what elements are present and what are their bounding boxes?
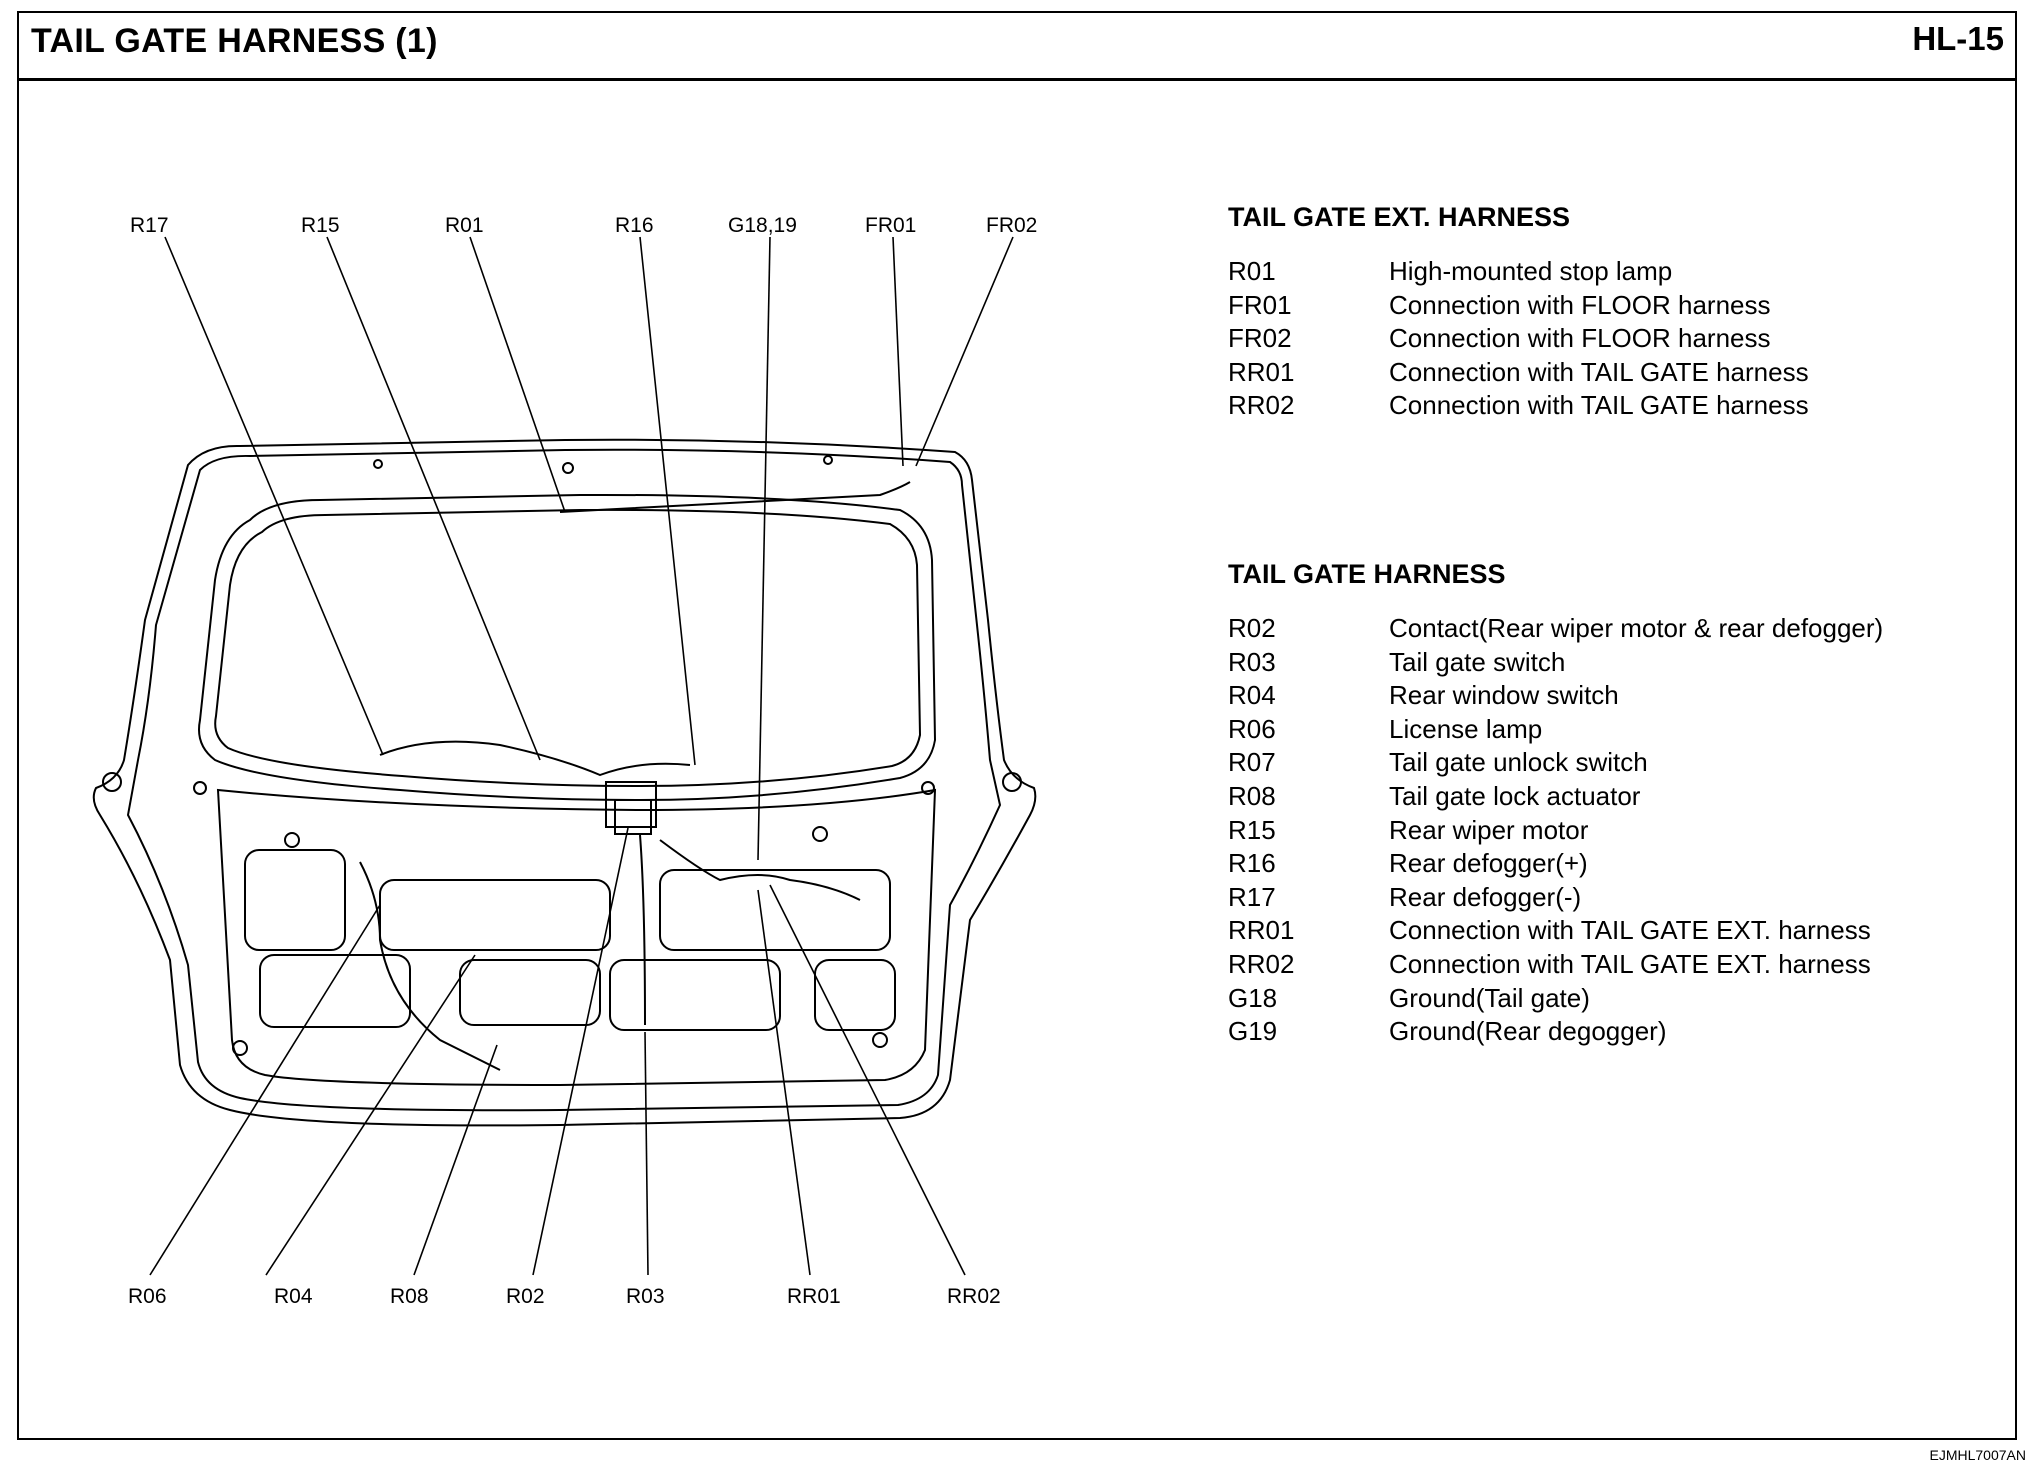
connector-description: Rear window switch: [1389, 680, 1619, 711]
legend-row: R07 Tail gate unlock switch: [1228, 746, 1883, 780]
callout-label: FR02: [986, 214, 1037, 237]
legend-row: R15 Rear wiper motor: [1228, 814, 1883, 848]
connector-code: R04: [1228, 680, 1276, 711]
connector-description: Connection with TAIL GATE harness: [1389, 356, 1809, 387]
page-title: TAIL GATE HARNESS (1): [31, 22, 438, 60]
legend-row: FR02 Connection with FLOOR harness: [1228, 322, 1809, 356]
legend-row: RR01 Connection with TAIL GATE harness: [1228, 356, 1809, 390]
connector-code: R06: [1228, 713, 1276, 744]
connector-description: License lamp: [1389, 713, 1543, 744]
callout-label: R17: [130, 214, 169, 237]
legend-row: R17 Rear defogger(-): [1228, 881, 1883, 915]
callout-label: R06: [128, 1285, 167, 1308]
callout-label: R02: [506, 1285, 545, 1308]
connector-code: RR01: [1228, 356, 1295, 387]
legend-row: R06 License lamp: [1228, 713, 1883, 747]
page-frame: [17, 11, 2017, 1440]
legend-row: R01 High-mounted stop lamp: [1228, 255, 1809, 289]
legend-row: FR01 Connection with FLOOR harness: [1228, 289, 1809, 323]
connector-description: Rear defogger(-): [1389, 881, 1582, 912]
connector-code: FR01: [1228, 289, 1292, 320]
connector-description: Ground(Rear degogger): [1389, 1016, 1667, 1047]
harness-table: R02 Contact(Rear wiper motor & rear defog…: [1228, 612, 1883, 1049]
callout-label: G18,19: [728, 214, 797, 237]
callout-label: R03: [626, 1285, 665, 1308]
callout-label: RR01: [787, 1285, 841, 1308]
connector-description: Connection with FLOOR harness: [1389, 289, 1771, 320]
connector-description: Tail gate unlock switch: [1389, 747, 1648, 778]
connector-code: R02: [1228, 613, 1276, 643]
connector-code: R07: [1228, 747, 1276, 778]
harness-heading: TAIL GATE HARNESS: [1228, 559, 1506, 589]
connector-description: High-mounted stop lamp: [1389, 256, 1673, 286]
callout-label: R15: [301, 214, 340, 237]
connector-code: R01: [1228, 256, 1276, 286]
connector-code: RR02: [1228, 948, 1295, 979]
callout-label: FR01: [865, 214, 916, 237]
harness-legend: TAIL GATE HARNESS R02 Contact(Rear wiper …: [1228, 559, 1883, 1049]
connector-description: Connection with FLOOR harness: [1389, 323, 1771, 354]
connector-description: Ground(Tail gate): [1389, 982, 1590, 1013]
legend-row: G18 Ground(Tail gate): [1228, 982, 1883, 1016]
top-callout-labels: R17 R15 R01 R16 G18,19 FR01 FR02: [130, 214, 1037, 237]
connector-description: Connection with TAIL GATE EXT. harness: [1389, 915, 1871, 946]
connector-description: Rear defogger(+): [1389, 848, 1588, 879]
legend-row: RR01 Connection with TAIL GATE EXT. harne…: [1228, 914, 1883, 948]
header-rule: [17, 78, 2017, 81]
page-number: HL-15: [1912, 20, 2004, 57]
callout-label: R04: [274, 1285, 313, 1308]
connector-description: Contact(Rear wiper motor & rear defogger…: [1389, 613, 1884, 643]
callout-label: RR02: [947, 1285, 1001, 1308]
connector-description: Connection with TAIL GATE harness: [1389, 390, 1809, 421]
legend-row: RR02 Connection with TAIL GATE EXT. harne…: [1228, 948, 1883, 982]
connector-description: Rear wiper motor: [1389, 814, 1589, 845]
ext-harness-heading: TAIL GATE EXT. HARNESS: [1228, 202, 1571, 232]
connector-description: Connection with TAIL GATE EXT. harness: [1389, 948, 1871, 979]
connector-code: FR02: [1228, 323, 1292, 354]
callout-label: R08: [390, 1285, 429, 1308]
connector-code: R08: [1228, 780, 1276, 811]
legend-row: R04 Rear window switch: [1228, 679, 1883, 713]
connector-code: RR01: [1228, 915, 1295, 946]
legend-row: R03 Tail gate switch: [1228, 646, 1883, 680]
connector-code: G19: [1228, 1016, 1278, 1047]
legend-row: R16 Rear defogger(+): [1228, 847, 1883, 881]
legend-row: R02 Contact(Rear wiper motor & rear defog…: [1228, 612, 1883, 646]
connector-description: Tail gate switch: [1389, 646, 1566, 677]
ext-harness-legend: TAIL GATE EXT. HARNESS R01 High-mounted s…: [1228, 202, 1809, 423]
legend-row: G19 Ground(Rear degogger): [1228, 1015, 1883, 1049]
callout-label: R16: [615, 214, 654, 237]
connector-code: RR02: [1228, 390, 1295, 421]
connector-code: G18: [1228, 982, 1278, 1013]
connector-code: R17: [1228, 881, 1276, 912]
connector-code: R16: [1228, 848, 1276, 879]
drawing-code: EJMHL7007AN: [1929, 1447, 2027, 1463]
connector-code: R03: [1228, 646, 1276, 677]
tail-gate-outline: [92, 438, 1037, 1127]
bottom-callout-labels: R06 R04 R08 R02 R03 RR01 RR02: [128, 1285, 1001, 1308]
connector-description: Tail gate lock actuator: [1389, 780, 1641, 811]
callout-label: R01: [445, 214, 484, 237]
legend-row: R08 Tail gate lock actuator: [1228, 780, 1883, 814]
connector-code: R15: [1228, 814, 1276, 845]
callout-leaders: [149, 236, 1014, 1276]
legend-row: RR02 Connection with TAIL GATE harness: [1228, 389, 1809, 423]
